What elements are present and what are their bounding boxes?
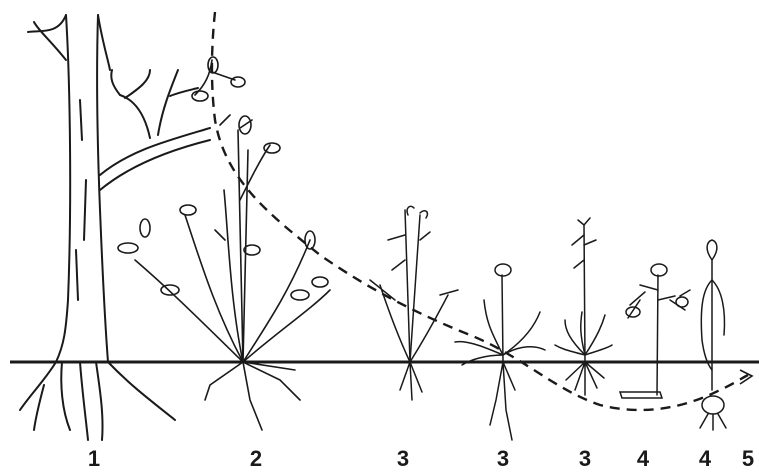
label-trees: 1 bbox=[88, 446, 100, 472]
twig-with-buds bbox=[192, 57, 245, 101]
herb-two bbox=[455, 264, 545, 440]
label-herb-three: 3 bbox=[579, 446, 591, 472]
label-rhizome-plant: 4 bbox=[637, 446, 649, 472]
bulb-plant bbox=[700, 240, 726, 430]
rhizome-plant bbox=[620, 264, 690, 398]
herb-three bbox=[555, 218, 612, 395]
label-herb-two: 3 bbox=[497, 446, 509, 472]
label-bulb-plant: 4 bbox=[699, 446, 711, 472]
herb-one bbox=[370, 206, 458, 400]
shrub bbox=[118, 115, 330, 430]
tree bbox=[20, 15, 210, 440]
label-herb-one: 3 bbox=[397, 446, 409, 472]
label-shrubs: 2 bbox=[250, 446, 262, 472]
life-form-boundary-dashed-curve bbox=[212, 12, 748, 410]
label-aquatic: 5 bbox=[742, 446, 754, 472]
